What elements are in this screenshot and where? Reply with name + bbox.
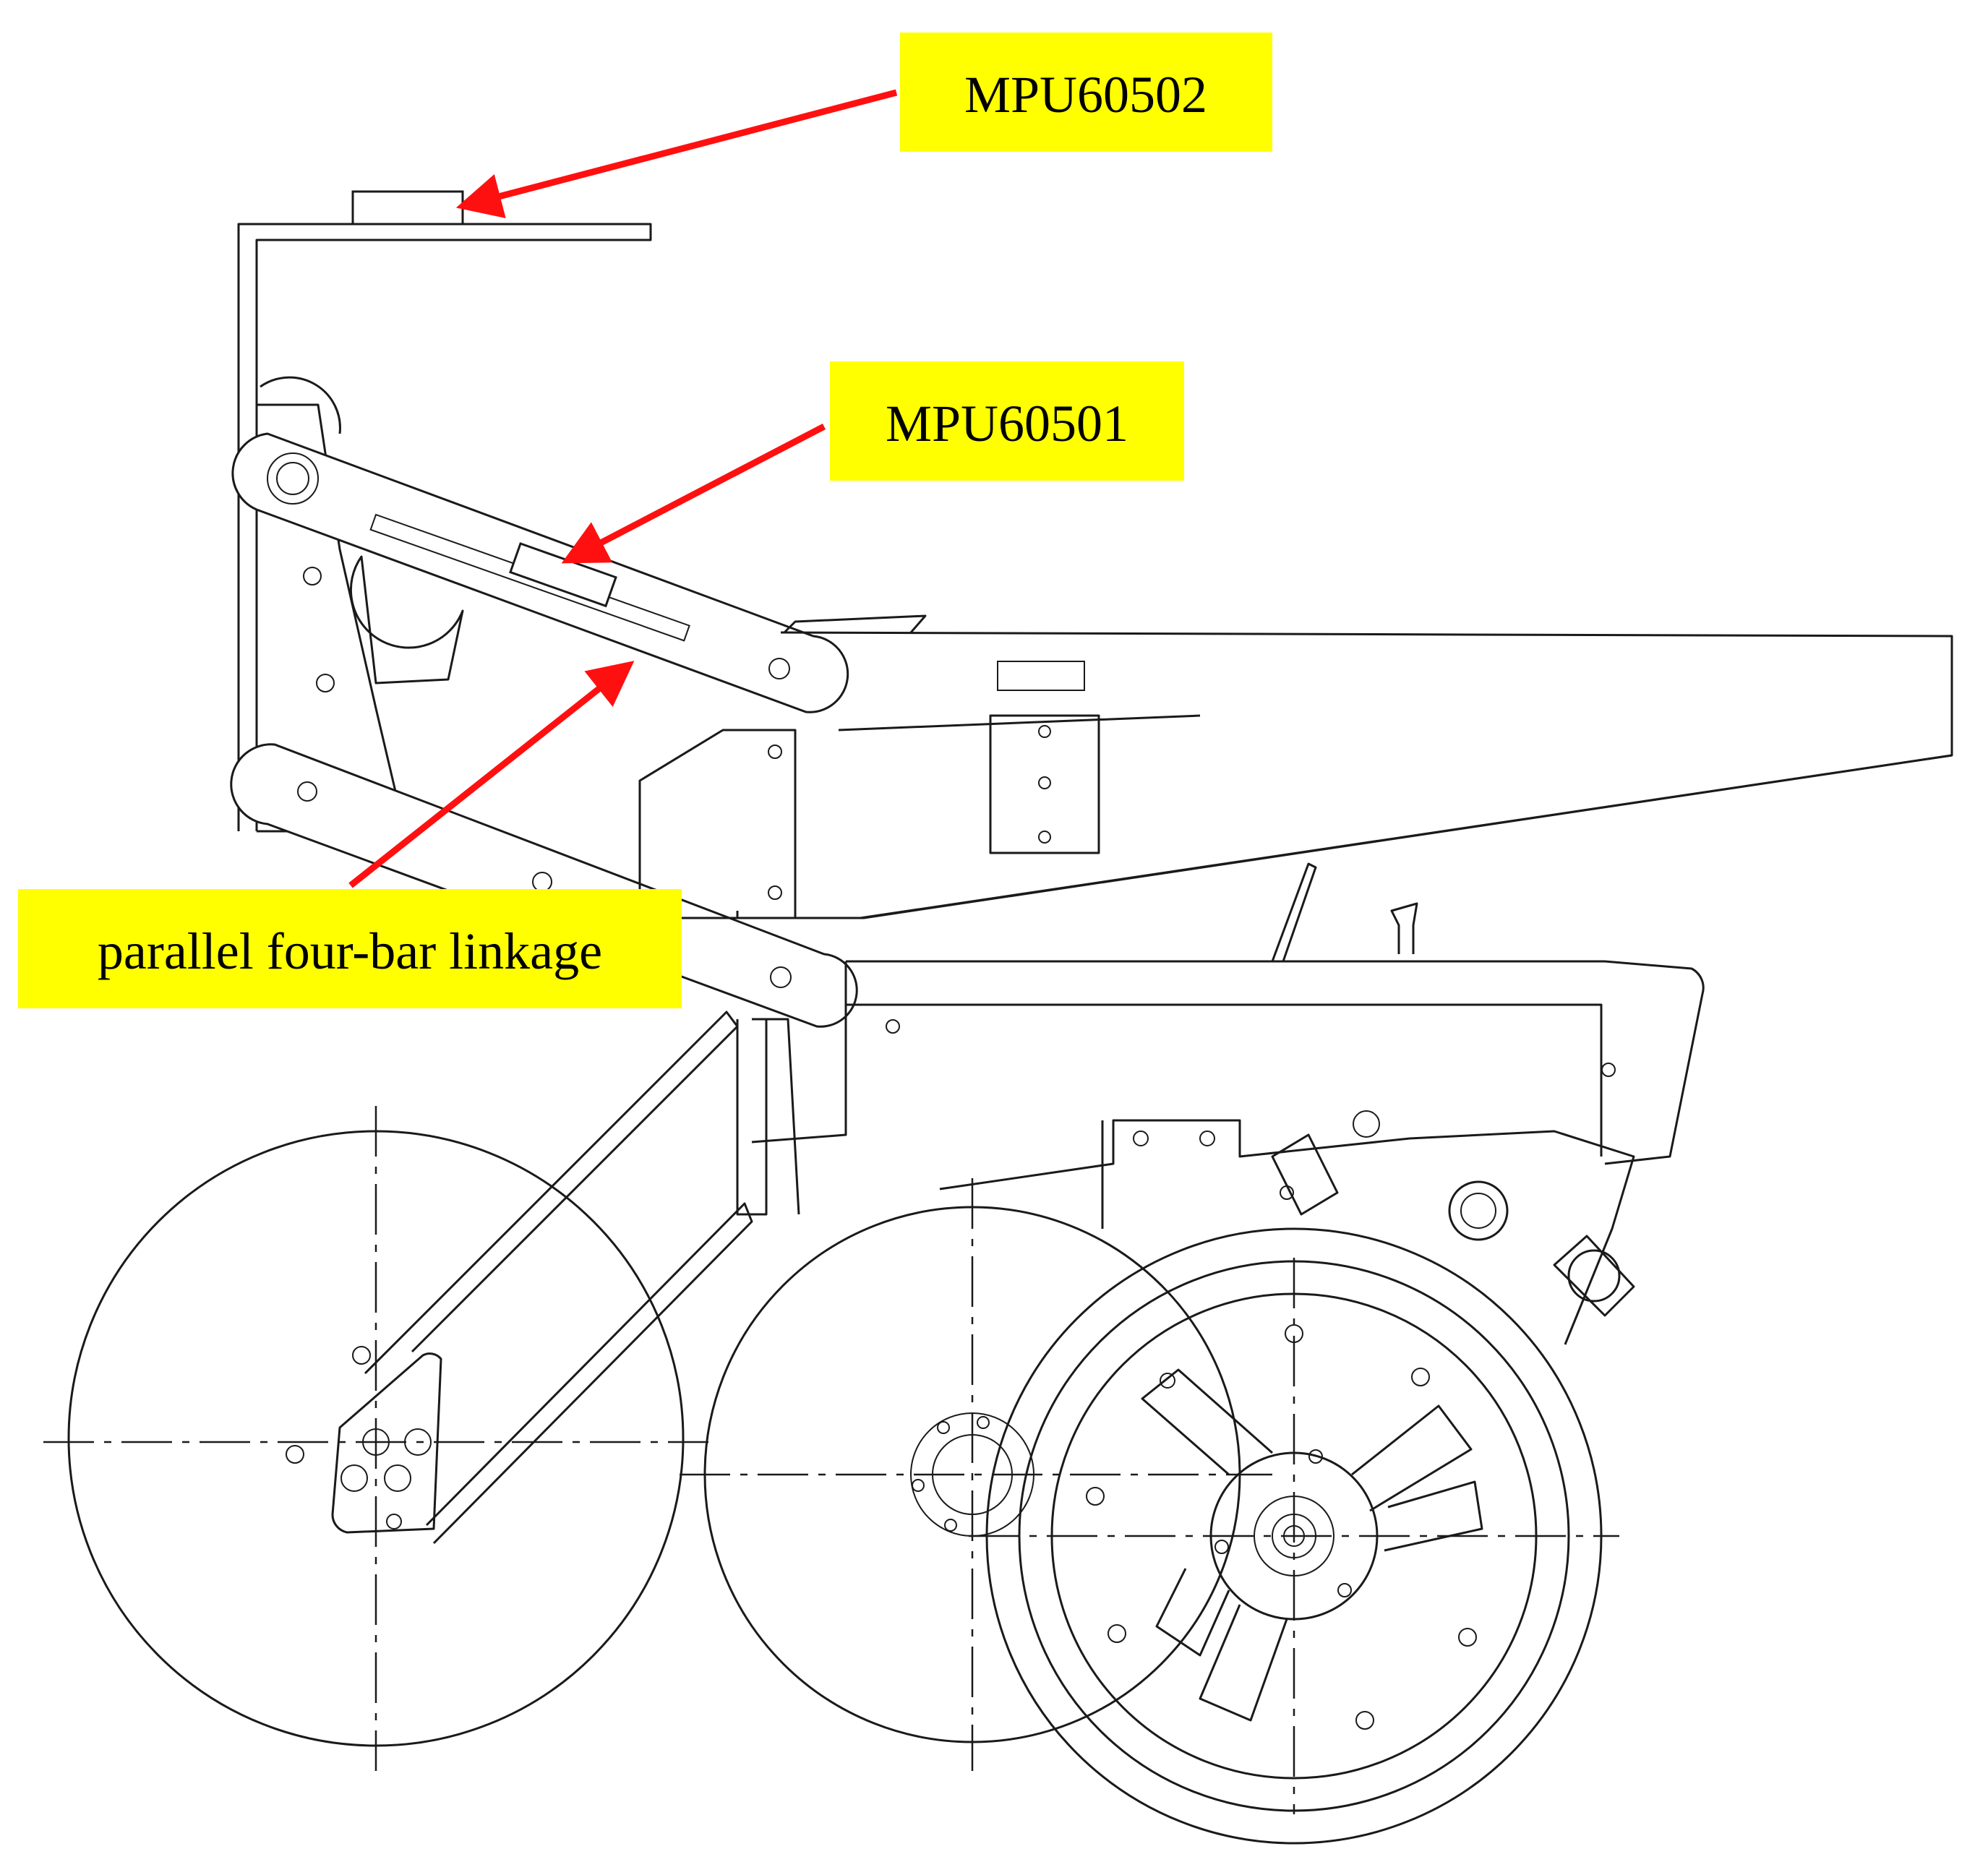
hopper-body xyxy=(736,614,1953,919)
annotation-arrows xyxy=(348,89,898,888)
mounting-frame xyxy=(237,190,652,831)
gauge-wheel xyxy=(969,1227,1619,1845)
label-text-mpu60502: MPU60502 xyxy=(964,66,1207,124)
label-box xyxy=(18,889,682,1008)
arrow-to-mpu60501 xyxy=(561,424,826,564)
label-text-mpu60501: MPU60501 xyxy=(886,395,1128,452)
label-box xyxy=(900,33,1272,152)
lower-link-arm xyxy=(230,743,858,1028)
arrow-to-mpu60502 xyxy=(455,89,898,218)
mpu60502-sensor-box xyxy=(351,190,464,226)
coulter-arm xyxy=(331,1011,753,1545)
mount-bracket xyxy=(638,729,797,919)
label-box xyxy=(830,361,1184,481)
front-disc xyxy=(43,1106,708,1771)
gauge-wheel-housing xyxy=(939,1110,1635,1345)
label-text-linkage: parallel four-bar linkage xyxy=(98,922,602,980)
opener-disc xyxy=(680,1178,1272,1771)
upper-link-arm xyxy=(231,432,849,713)
label-linkage: parallel four-bar linkage xyxy=(18,889,682,1008)
row-unit-body xyxy=(736,862,1705,1216)
arrow-to-linkage xyxy=(348,661,635,888)
label-mpu60502: MPU60502 xyxy=(900,33,1272,152)
label-mpu60501: MPU60501 xyxy=(830,361,1184,481)
